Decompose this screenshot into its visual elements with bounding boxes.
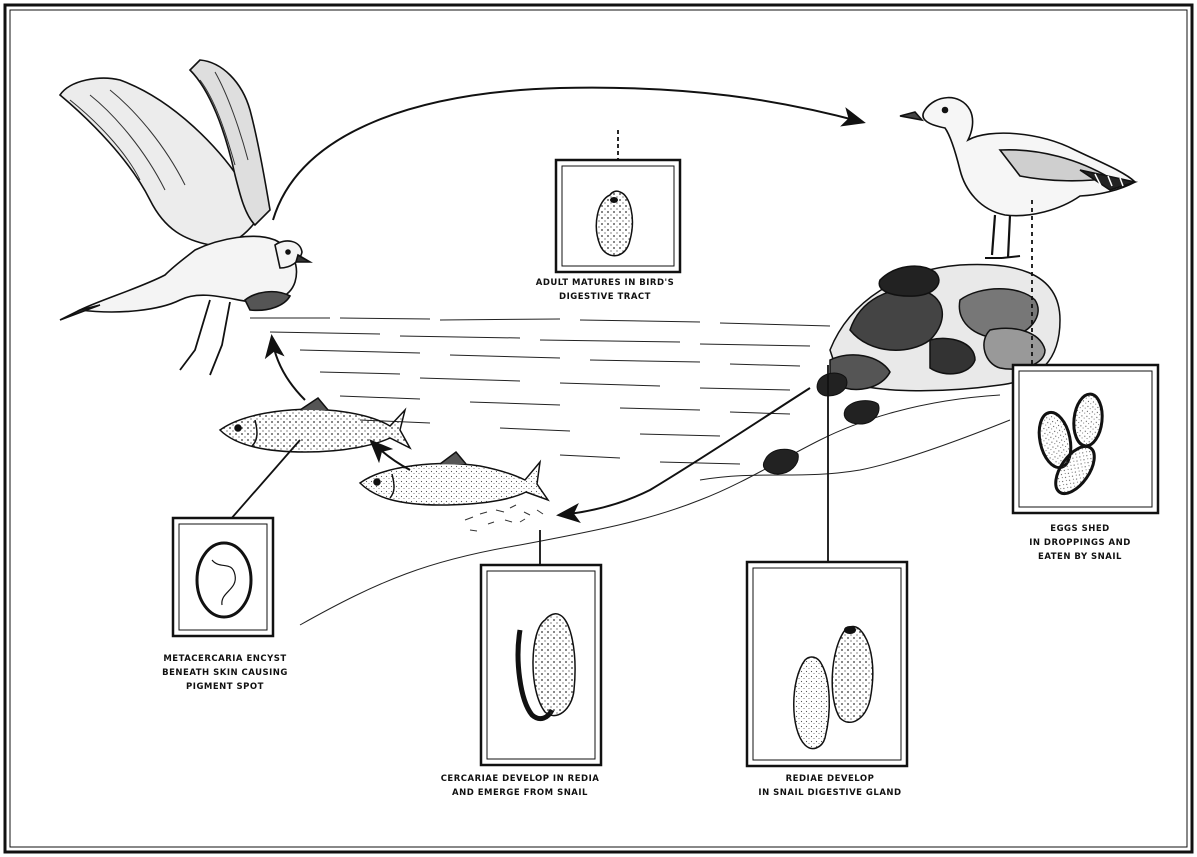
flying-gull xyxy=(60,60,310,375)
cercariae-caption-line-2: AND EMERGE FROM SNAIL xyxy=(420,786,620,800)
eggs-caption-line-1: EGGS SHED xyxy=(1000,522,1160,536)
arrow-fish-to-fish xyxy=(372,442,410,470)
adult-caption-line-2: DIGESTIVE TRACT xyxy=(510,290,700,304)
metacercaria-caption-line-2: BENEATH SKIN CAUSING xyxy=(130,666,320,680)
eggs-caption-line-3: EATEN BY SNAIL xyxy=(1000,550,1160,564)
metacercaria-caption: METACERCARIA ENCYST BENEATH SKIN CAUSING… xyxy=(130,652,320,694)
eggs-caption: EGGS SHED IN DROPPINGS AND EATEN BY SNAI… xyxy=(1000,522,1160,564)
cercariae-caption: CERCARIAE DEVELOP IN REDIA AND EMERGE FR… xyxy=(420,772,620,800)
metacercaria-caption-line-1: METACERCARIA ENCYST xyxy=(130,652,320,666)
rediae-caption: REDIAE DEVELOP IN SNAIL DIGESTIVE GLAND xyxy=(735,772,925,800)
eggs-caption-line-2: IN DROPPINGS AND xyxy=(1000,536,1160,550)
rediae-caption-line-2: IN SNAIL DIGESTIVE GLAND xyxy=(735,786,925,800)
infected-fish-upper xyxy=(220,398,410,452)
cercariae-box xyxy=(481,565,601,765)
cercariae-swarm xyxy=(465,505,543,531)
adult-caption: ADULT MATURES IN BIRD'S DIGESTIVE TRACT xyxy=(510,276,700,304)
adult-caption-line-1: ADULT MATURES IN BIRD'S xyxy=(510,276,700,290)
standing-gull xyxy=(900,98,1135,258)
metacercaria-caption-line-3: PIGMENT SPOT xyxy=(130,680,320,694)
fish-lower xyxy=(360,452,548,505)
eggs-box xyxy=(1013,365,1158,513)
metacercaria-box xyxy=(173,518,273,636)
cercariae-caption-line-1: CERCARIAE DEVELOP IN REDIA xyxy=(420,772,620,786)
rediae-box xyxy=(747,562,907,766)
arrow-fish-to-bird xyxy=(272,338,305,400)
rediae-caption-line-1: REDIAE DEVELOP xyxy=(735,772,925,786)
adult-fluke-box xyxy=(556,160,680,272)
